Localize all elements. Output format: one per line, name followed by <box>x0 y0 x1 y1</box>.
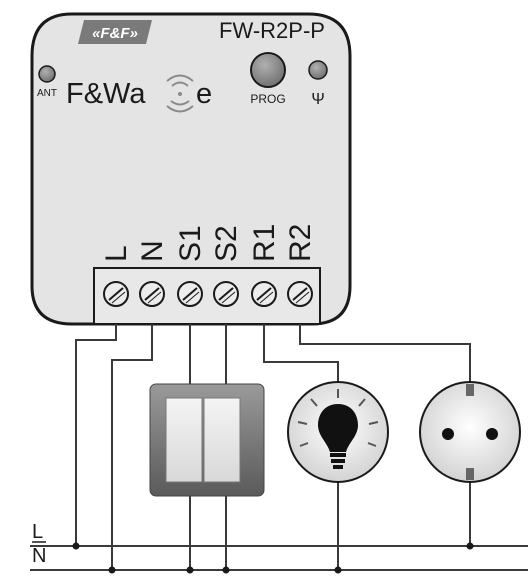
wire-r1 <box>263 324 339 384</box>
wire-r2 <box>299 324 471 384</box>
wire-l <box>75 324 117 546</box>
brand-badge: «F&F» <box>78 20 152 44</box>
wifi-wave-icon <box>166 74 194 113</box>
ant-label: ANT <box>37 88 57 99</box>
terminal-block <box>93 267 321 325</box>
screw-terminal-icon <box>177 281 203 307</box>
screw-terminal-icon <box>139 281 165 307</box>
terminal-label-n: N <box>136 240 169 262</box>
terminal-label-l: L <box>100 245 133 262</box>
screw-terminal-icon <box>251 281 277 307</box>
brand-name-prefix: F&Wa <box>66 78 146 110</box>
prog-label: PROG <box>250 92 285 106</box>
model-name: FW-R2P-P <box>219 18 325 43</box>
prog-button-icon[interactable] <box>250 52 286 88</box>
brand-badge-text: «F&F» <box>92 25 138 42</box>
signal-led-icon <box>308 60 328 80</box>
brand-name-suffix: e <box>196 78 212 110</box>
wire-n <box>111 324 153 570</box>
screw-terminal-icon <box>213 281 239 307</box>
power-socket-icon <box>419 381 521 483</box>
bus-label-n: N <box>32 545 46 567</box>
terminal-label-r2: R2 <box>284 224 317 262</box>
terminal-label-r1: R1 <box>248 224 281 262</box>
junctions <box>72 542 474 574</box>
double-switch-icon <box>149 383 265 497</box>
antenna-led-icon <box>38 65 56 83</box>
screw-terminal-icon <box>287 281 313 307</box>
terminal-label-s2: S2 <box>210 225 243 262</box>
bus-label-l: L <box>32 521 43 543</box>
terminal-label-s1: S1 <box>174 225 207 262</box>
light-bulb-icon <box>287 381 389 483</box>
antenna-symbol: Ψ <box>311 91 324 108</box>
screw-terminal-icon <box>103 281 129 307</box>
